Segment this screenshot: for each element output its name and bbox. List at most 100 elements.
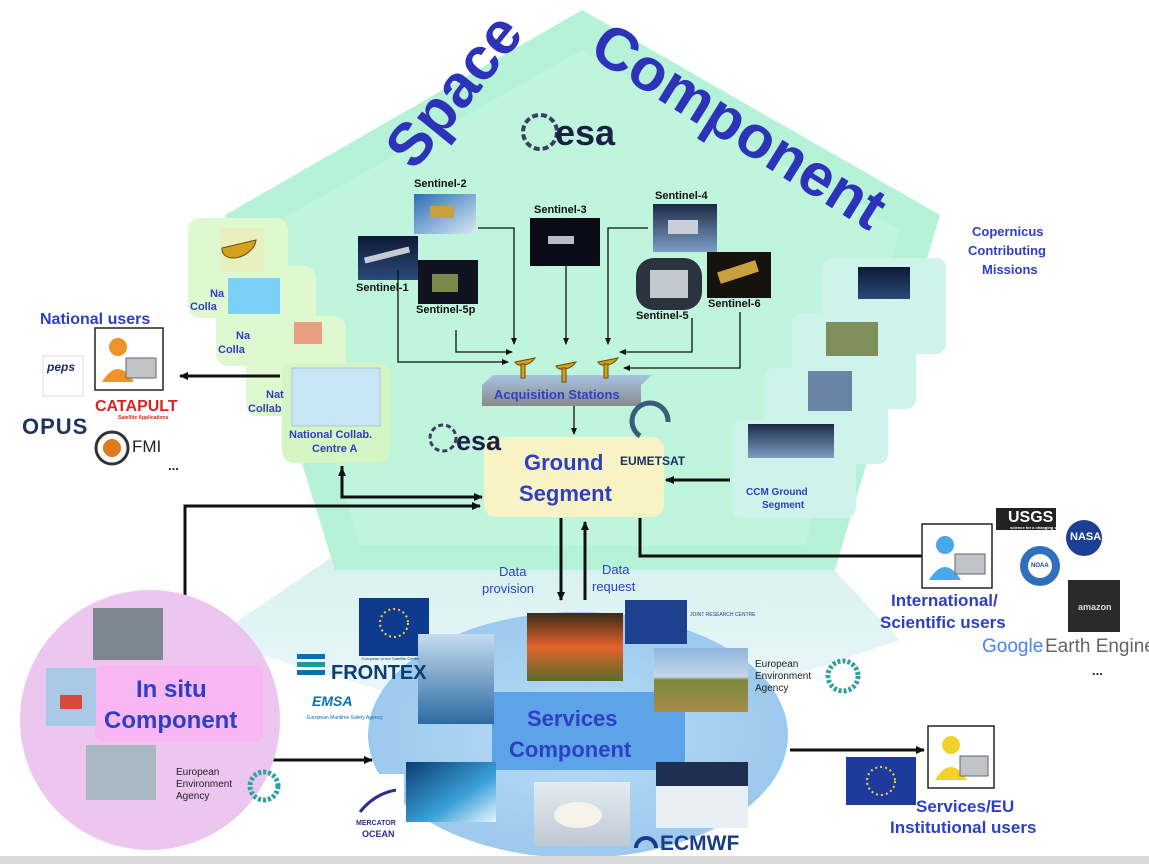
insitu-box bbox=[95, 665, 263, 742]
sentinel-5p-image bbox=[418, 260, 478, 304]
bottom-strip bbox=[0, 856, 1149, 864]
sentinel-3-image bbox=[530, 218, 600, 266]
eumetsat-logo bbox=[629, 400, 671, 439]
nasa-logo-text: NASA bbox=[1070, 531, 1102, 543]
eu-users-line2: Institutional users bbox=[890, 818, 1037, 837]
services-eea-line3: Agency bbox=[755, 683, 789, 694]
usgs-logo-text: USGS bbox=[1008, 509, 1054, 526]
acquisition-stations-platform bbox=[482, 375, 652, 406]
centre-a-line2: Centre A bbox=[312, 443, 358, 455]
international-title-line2: Scientific users bbox=[880, 613, 1006, 632]
eea-logo-services bbox=[825, 658, 861, 694]
catapult-logo-text: CATAPULT bbox=[95, 398, 178, 415]
insitu-photos bbox=[46, 608, 163, 800]
sentinel-5p-label: Sentinel-5p bbox=[416, 304, 476, 316]
peps-logo-text: peps bbox=[47, 360, 76, 374]
insitu-title-line2: Component bbox=[104, 707, 238, 734]
sentinel-4-label: Sentinel-4 bbox=[655, 190, 708, 202]
fmi-logo-text: FMI bbox=[132, 437, 162, 456]
services-eea-line2: Environment bbox=[755, 671, 812, 682]
sentinel-4-image bbox=[653, 204, 717, 252]
noaa-logo-text: NOAA bbox=[1031, 563, 1049, 569]
ccm-ground-line1: CCM Ground bbox=[746, 487, 808, 498]
ccm-title-line2: Contributing bbox=[968, 243, 1046, 258]
national-users-title: National users bbox=[40, 311, 151, 328]
insitu-eea-line1: European bbox=[176, 767, 220, 778]
data-provision-line2: provision bbox=[482, 581, 535, 596]
google-logo-text: Google bbox=[982, 636, 1044, 657]
catapult-logo-subtext: Satellite Applications bbox=[118, 415, 169, 421]
data-provision-line1: Data bbox=[499, 564, 527, 579]
ccm-cards bbox=[732, 258, 946, 518]
esa-logo-top: esa bbox=[521, 112, 616, 153]
mercator-logo-line2: OCEAN bbox=[362, 829, 395, 839]
mercator-logo-line1: MERCATOR bbox=[356, 820, 396, 827]
sentinel-5-label: Sentinel-5 bbox=[636, 310, 689, 322]
svg-text:esa: esa bbox=[456, 426, 502, 456]
esa-logo-ground: esa bbox=[428, 423, 502, 456]
national-user-icon bbox=[94, 327, 164, 391]
sentinel-3-label: Sentinel-3 bbox=[534, 204, 587, 216]
services-photos bbox=[354, 598, 748, 846]
ground-segment-box bbox=[484, 437, 664, 517]
sentinel-2-label: Sentinel-2 bbox=[414, 178, 467, 190]
international-title-line1: International/ bbox=[891, 591, 998, 610]
insitu-eea-line3: Agency bbox=[176, 791, 210, 802]
collab-card-3-line2: Collab bbox=[248, 403, 282, 415]
services-box bbox=[492, 692, 685, 770]
ground-segment-line2: Segment bbox=[519, 481, 612, 506]
emsa-logo-subtext: European Maritime Safety Agency bbox=[307, 715, 383, 721]
sentinel-2-image bbox=[414, 194, 476, 234]
eu-users-line1: Services/EU bbox=[916, 797, 1015, 816]
eea-logo-insitu bbox=[247, 769, 281, 803]
sentinel-5-image bbox=[636, 258, 702, 310]
frontex-logo-mark bbox=[297, 654, 325, 675]
collab-card-1-line2: Colla bbox=[190, 301, 217, 313]
jrc-logo-text: JOINT RESEARCH CENTRE bbox=[690, 612, 756, 618]
opus-logo-text: OPUS bbox=[22, 414, 89, 439]
ecmwf-logo-text: ECMWF bbox=[660, 832, 740, 855]
acquisition-antenna-icons bbox=[514, 357, 620, 383]
services-title-line1: Services bbox=[527, 706, 618, 731]
collab-card-1-line1: Na bbox=[210, 288, 225, 300]
eumetsat-label: EUMETSAT bbox=[620, 454, 686, 468]
national-more: ... bbox=[168, 458, 179, 473]
sentinel-1-label: Sentinel-1 bbox=[356, 282, 409, 294]
services-title-line2: Component bbox=[509, 737, 632, 762]
international-user-icon bbox=[921, 523, 993, 589]
usgs-logo-subtext: science for a changing world bbox=[1010, 525, 1066, 530]
ground-segment-line1: Ground bbox=[524, 450, 604, 475]
international-more: ... bbox=[1092, 663, 1103, 678]
amazon-logo-text: amazon bbox=[1078, 602, 1112, 612]
international-logos bbox=[996, 508, 1120, 632]
insitu-title-line1: In situ bbox=[136, 676, 207, 703]
acquisition-stations-label: Acquisition Stations bbox=[494, 387, 620, 402]
svg-text:esa: esa bbox=[555, 112, 616, 153]
national-logos bbox=[24, 355, 173, 468]
data-request-line1: Data bbox=[602, 562, 630, 577]
insitu-eea-line2: Environment bbox=[176, 779, 233, 790]
eu-flag-icon bbox=[846, 757, 916, 805]
sentinel-6-label: Sentinel-6 bbox=[708, 298, 761, 310]
earth-engine-logo-text: Earth Engine bbox=[1045, 636, 1149, 657]
satcen-logo-text: SatCen bbox=[372, 642, 409, 654]
satcen-logo-subtext: European Union Satellite Centre bbox=[362, 656, 420, 661]
ecmwf-logo-mark bbox=[634, 836, 658, 849]
ccm-ground-line2: Segment bbox=[762, 500, 805, 511]
services-eea-line1: European bbox=[755, 659, 799, 670]
sentinel-1-image bbox=[358, 236, 418, 280]
centre-a-line1: National Collab. bbox=[289, 429, 373, 441]
ccm-title-line1: Copernicus bbox=[972, 224, 1044, 239]
collab-card-3-line1: Nat bbox=[266, 389, 284, 401]
collab-card-2-line1: Na bbox=[236, 330, 251, 342]
frontex-logo-text: FRONTEX bbox=[331, 662, 427, 684]
sentinel-6-image bbox=[707, 252, 771, 298]
space-arrows bbox=[397, 227, 741, 435]
emsa-logo-text: EMSA bbox=[312, 693, 353, 709]
collab-card-2-line2: Colla bbox=[218, 344, 245, 356]
data-request-line2: request bbox=[592, 579, 636, 594]
eu-user-icon bbox=[927, 725, 995, 789]
ccm-title-line3: Missions bbox=[982, 262, 1038, 277]
national-collab-cards bbox=[188, 218, 390, 463]
